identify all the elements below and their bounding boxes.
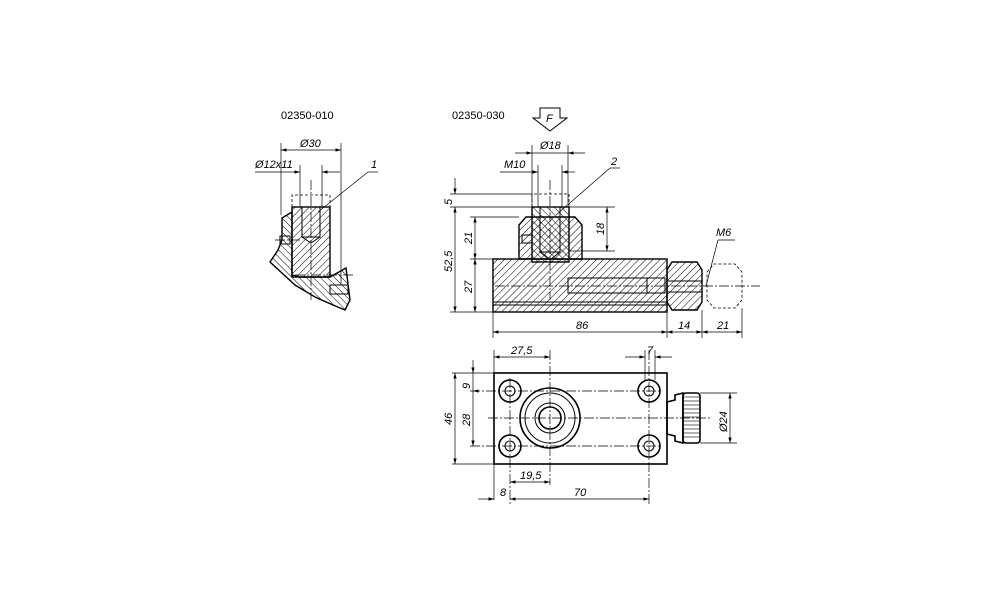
view-02350-010: 02350-010 Ø30 Ø12x11 1 [254, 110, 378, 311]
plan-view: 27,5 7 46 9 28 19,5 8 70 Ø24 [443, 345, 737, 505]
dim-27-5: 27,5 [510, 345, 533, 357]
dim-dia-12x11: Ø12x11 [254, 159, 293, 171]
dim-5: 5 [443, 198, 455, 205]
dim-dia-30: Ø30 [299, 138, 322, 150]
dim-52-5: 52,5 [443, 250, 455, 272]
dim-86: 86 [576, 320, 589, 332]
dim-46: 46 [443, 412, 455, 425]
dim-dia-24: Ø24 [718, 411, 730, 433]
dim-28: 28 [461, 413, 473, 427]
dim-dia-18: Ø18 [539, 140, 562, 152]
dim-14: 14 [678, 320, 690, 332]
dim-21-knob: 21 [716, 320, 729, 332]
knob-outline [706, 263, 743, 309]
insert-section [531, 206, 570, 263]
view-02350-030-section: 02350-030 F Ø18 M10 2 [443, 107, 760, 338]
dim-27: 27 [463, 280, 475, 294]
dim-m6: M6 [716, 227, 732, 239]
force-arrow-icon [531, 107, 569, 132]
dim-70: 70 [574, 487, 587, 499]
callout-2: 2 [610, 156, 617, 168]
dim-7: 7 [647, 345, 654, 357]
part-number-label: 02350-010 [281, 110, 334, 122]
body-section [492, 258, 668, 313]
force-label: F [546, 113, 554, 125]
dim-9: 9 [461, 383, 473, 389]
dim-18: 18 [595, 222, 607, 235]
dim-21: 21 [463, 232, 475, 245]
part-number-label: 02350-030 [452, 110, 505, 122]
dim-m10: M10 [504, 159, 526, 171]
dim-19-5: 19,5 [520, 470, 542, 482]
callout-1: 1 [371, 159, 377, 171]
dim-8: 8 [500, 487, 507, 499]
